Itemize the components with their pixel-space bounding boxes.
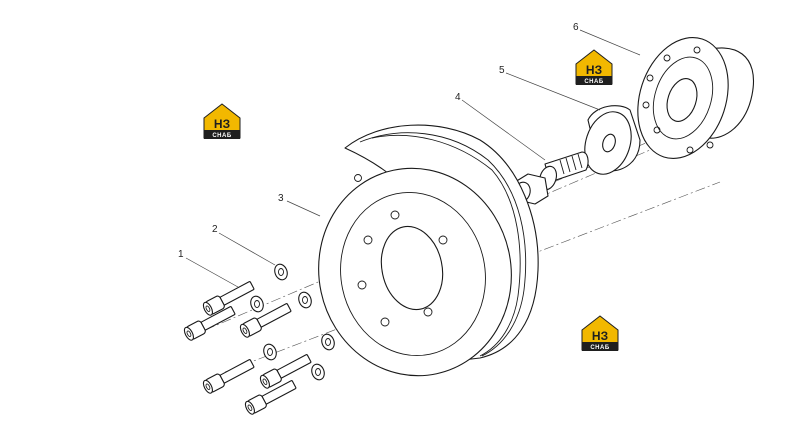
callout-2: 2 [212,224,218,235]
pulley-part [318,124,539,377]
spacer-part [584,105,641,175]
bolt [183,306,236,341]
washer [250,295,264,313]
callout-leaders [185,29,641,288]
watermark-logo: НЗ СНАБ [581,315,619,351]
watermark-logo: НЗ СНАБ [203,103,241,139]
logo-letters: НЗ [214,117,230,131]
logo-subtitle: СНАБ [590,345,609,351]
logo-subtitle: СНАБ [212,133,231,139]
washer [321,333,335,351]
bolt [239,303,292,338]
callout-3: 3 [278,193,284,204]
callout-5: 5 [499,65,505,76]
watermark-logo: НЗ СНАБ [575,49,613,85]
hub-part [637,37,754,159]
bolt [244,380,297,415]
logo-letters: НЗ [592,329,608,343]
washer [311,363,325,381]
bolt [259,354,312,389]
bolt [202,281,255,316]
bolt [202,359,255,394]
callout-4: 4 [455,92,461,103]
callout-6: 6 [573,22,579,33]
washer [298,291,312,309]
bolt-parts [183,281,312,415]
washer [263,343,277,361]
logo-subtitle: СНАБ [584,79,603,85]
washer [274,263,288,281]
logo-letters: НЗ [586,63,602,77]
callout-labels: 1 2 3 4 5 6 [178,22,579,260]
washer-parts [250,263,335,381]
callout-1: 1 [178,249,184,260]
